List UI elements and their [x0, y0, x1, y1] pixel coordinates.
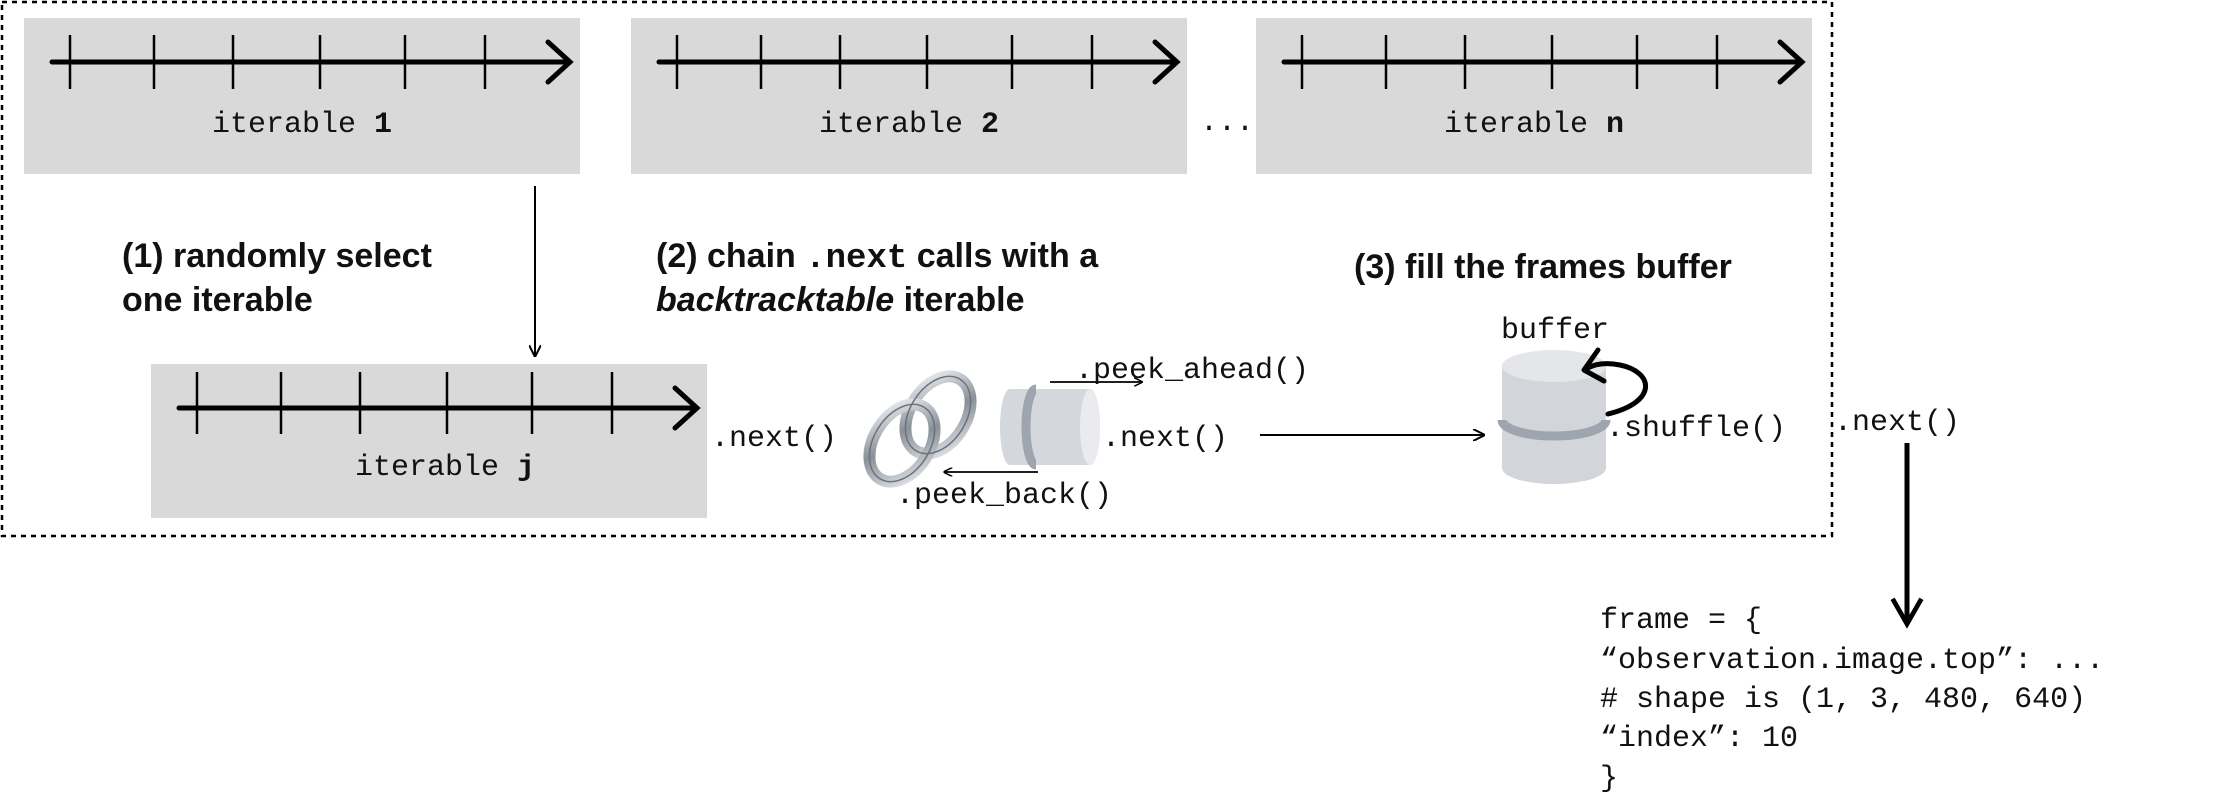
iterable-label-2: iterable 2 — [819, 108, 999, 142]
iterable-box-1: iterable 1 — [24, 18, 580, 174]
shuffle-call: .shuffle() — [1606, 412, 1786, 446]
iterable-label-n: iterable n — [1444, 108, 1624, 142]
frame-line-5: } — [1600, 762, 1618, 795]
shuffle-loop-arrow — [1583, 361, 1649, 417]
buffer-label: buffer — [1501, 314, 1609, 348]
next-call-c: .next() — [1834, 406, 1960, 440]
chain-link-icon — [863, 370, 977, 488]
buffer-icon — [1497, 350, 1611, 484]
frame-line-2: “observation.image.top”: ... — [1600, 644, 2104, 678]
iterable-label-j: iterable j — [355, 451, 535, 485]
step3-label: (3) fill the frames buffer — [1354, 248, 1732, 286]
peek-back-call: .peek_back() — [896, 479, 1112, 513]
next-call-b: .next() — [1102, 422, 1228, 456]
next-call-a: .next() — [711, 422, 837, 456]
iterable-label-1: iterable 1 — [212, 108, 392, 142]
frame-code-block: frame = { “observation.image.top”: ... #… — [1600, 604, 2104, 795]
peek-ahead-call: .peek_ahead() — [1075, 354, 1309, 388]
step1-label-line2: one iterable — [122, 281, 313, 319]
backtrackable-iterable-icon — [1000, 384, 1100, 470]
iterable-box-j: iterable j — [151, 364, 707, 518]
ellipsis: ... — [1200, 106, 1254, 140]
step2-label: (2) chain .next calls with a — [656, 237, 1099, 278]
iterable-box-2: iterable 2 — [631, 18, 1187, 174]
frame-line-1: frame = { — [1600, 604, 1762, 638]
step2-label-line2: backtracktable iterable — [656, 281, 1025, 319]
frame-line-3: # shape is (1, 3, 480, 640) — [1600, 683, 2086, 717]
iterable-box-n: iterable n — [1256, 18, 1812, 174]
frame-line-4: “index”: 10 — [1600, 722, 1798, 756]
dataset-boundary — [0, 0, 1834, 538]
shuffle-arrowhead — [1581, 347, 1607, 384]
step1-label: (1) randomly select — [122, 237, 432, 275]
